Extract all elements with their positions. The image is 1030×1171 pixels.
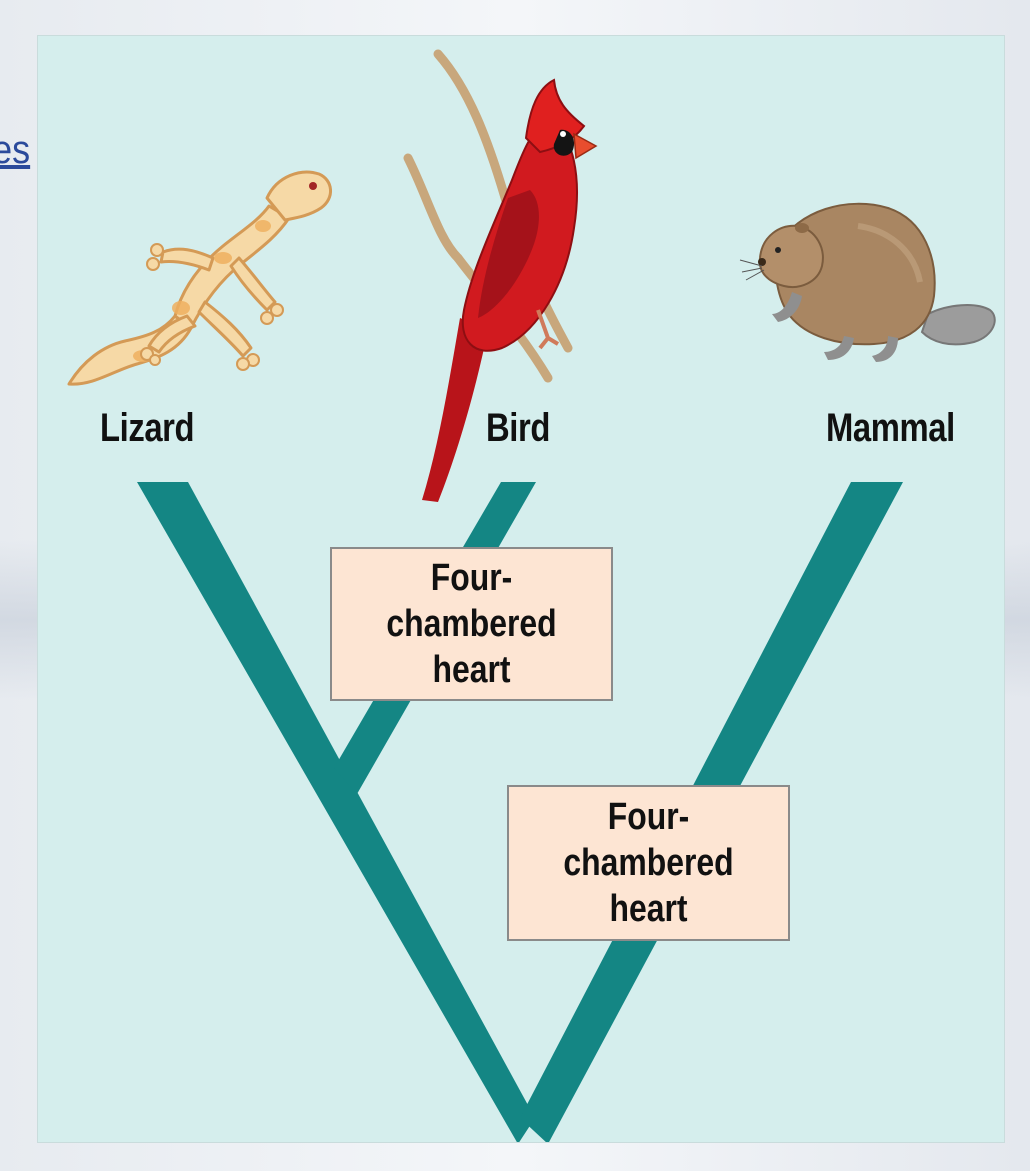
taxon-label-lizard: Lizard xyxy=(100,406,194,451)
trait-text-bird-lineage: Four-chambered heart xyxy=(354,555,588,693)
trait-box-bird-lineage: Four-chambered heart xyxy=(330,547,613,701)
phylogenetic-tree-figure: Lizard Bird Mammal Four-chambered heart … xyxy=(37,35,1005,1143)
cut-off-link[interactable]: es xyxy=(0,128,30,173)
trait-text-mammal-lineage: Four-chambered heart xyxy=(531,794,765,932)
beaver-icon xyxy=(738,186,1000,366)
taxon-label-mammal: Mammal xyxy=(826,406,955,451)
lizard-icon xyxy=(63,146,333,426)
trait-box-mammal-lineage: Four-chambered heart xyxy=(507,785,790,941)
taxon-label-bird: Bird xyxy=(486,406,550,451)
